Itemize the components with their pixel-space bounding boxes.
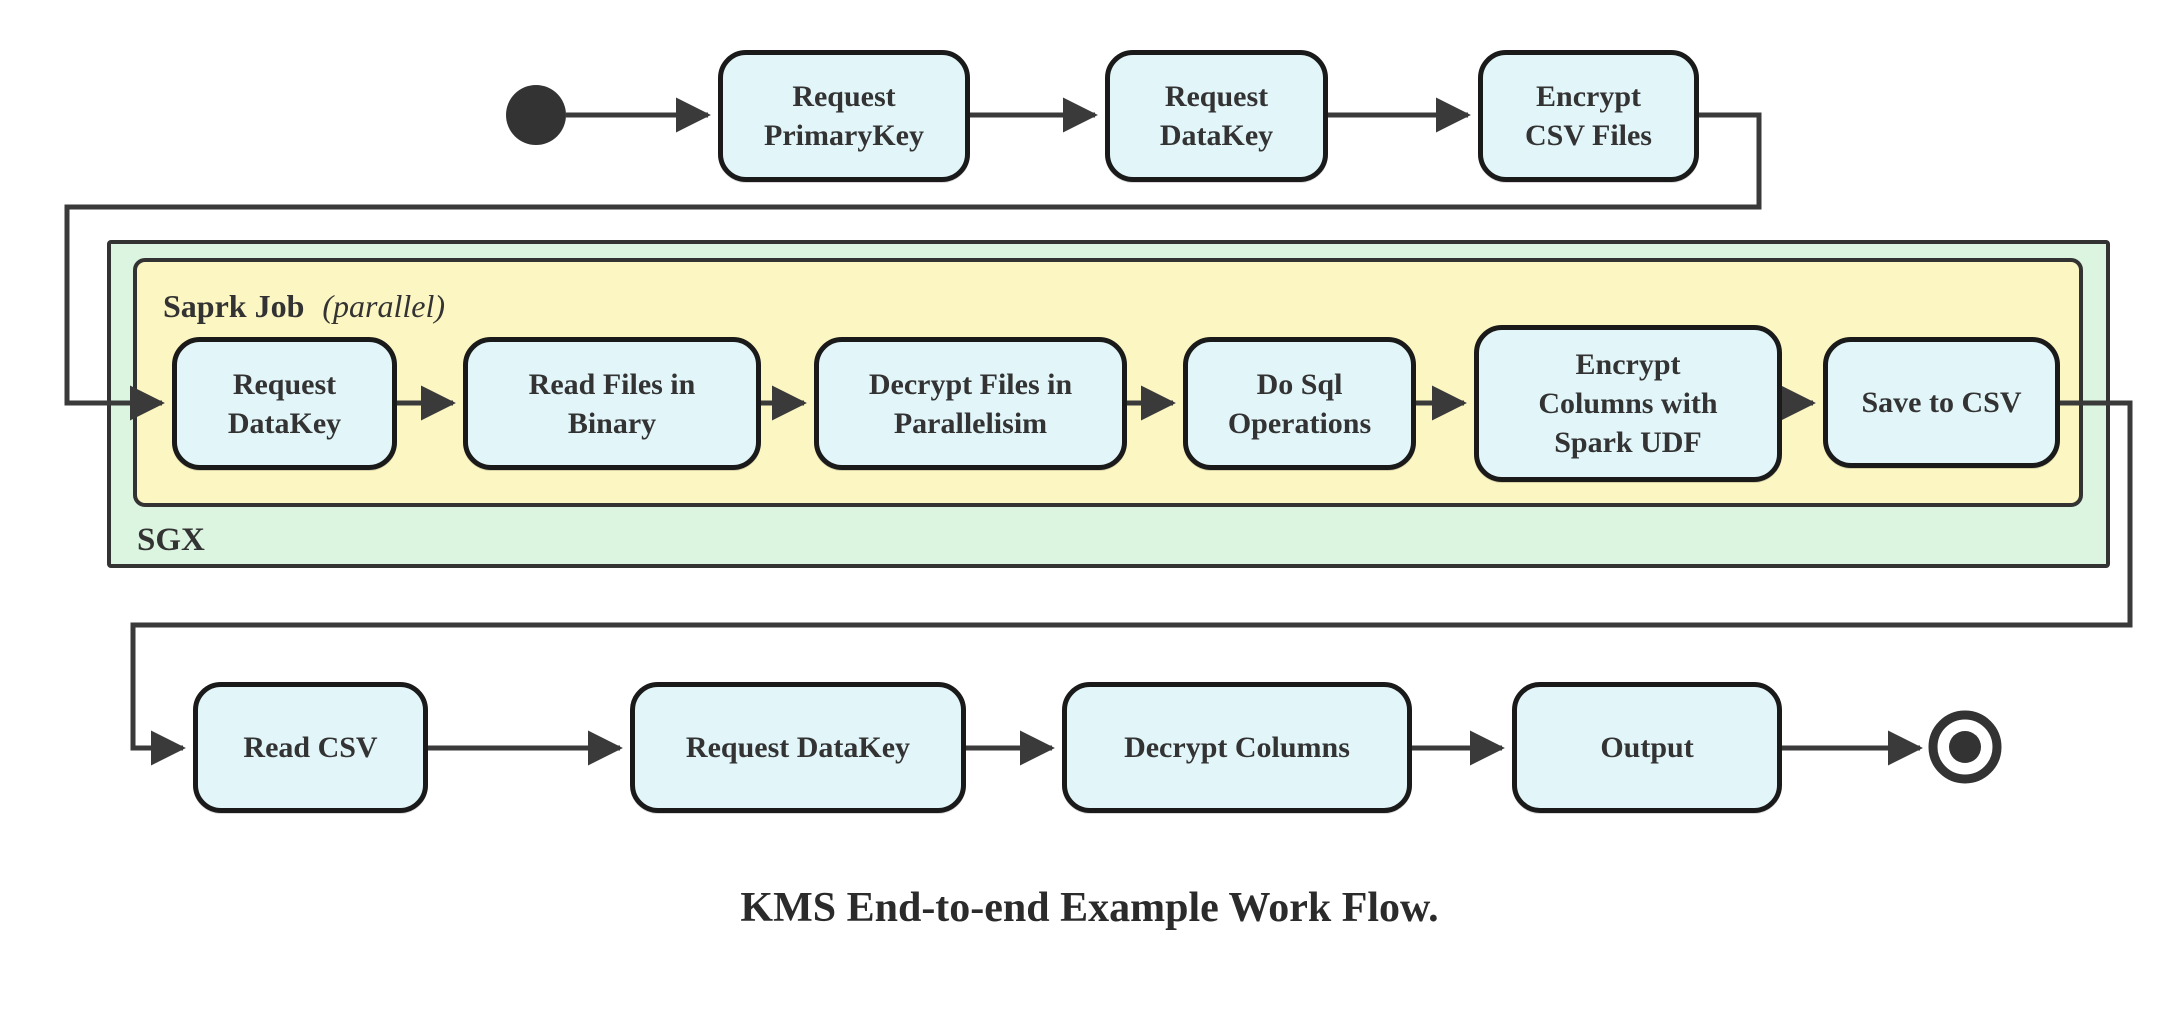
node-do-sql-operations: Do Sql Operations — [1183, 337, 1416, 470]
node-request-datakey-bottom: Request DataKey — [630, 682, 966, 813]
diagram-caption: KMS End-to-end Example Work Flow. — [740, 885, 1439, 931]
node-output: Output — [1512, 682, 1782, 813]
sgx-label: SGX — [137, 522, 205, 558]
node-decrypt-columns: Decrypt Columns — [1062, 682, 1412, 813]
node-request-primarykey: Request PrimaryKey — [718, 50, 970, 182]
node-encrypt-columns-with-spark-udf: Encrypt Columns with Spark UDF — [1474, 325, 1782, 482]
node-request-datakey-sgx: Request DataKey — [172, 337, 397, 470]
node-decrypt-files-in-parallelisim: Decrypt Files in Parallelisim — [814, 337, 1127, 470]
spark-job-label: Saprk Job (parallel) — [163, 288, 445, 325]
connector-sgx-to-read-csv — [130, 400, 2133, 766]
connector-encrypt-to-sgx — [64, 112, 1762, 421]
start-node — [506, 85, 566, 145]
node-read-csv: Read CSV — [193, 682, 428, 813]
spark-job-label-bold: Saprk Job — [163, 288, 305, 324]
spark-job-label-parallel: (parallel) — [322, 288, 446, 324]
end-node-core — [1949, 731, 1981, 763]
node-encrypt-csv-files: Encrypt CSV Files — [1478, 50, 1699, 182]
node-save-to-csv: Save to CSV — [1823, 337, 2060, 468]
node-request-datakey-top: Request DataKey — [1105, 50, 1328, 182]
node-read-files-in-binary: Read Files in Binary — [463, 337, 761, 470]
